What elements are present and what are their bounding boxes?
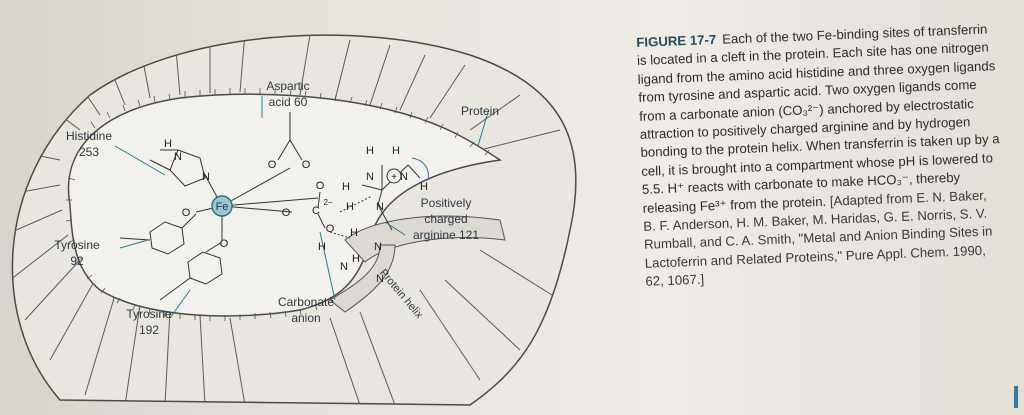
fe-symbol: Fe <box>216 201 229 213</box>
o-atom: O <box>182 207 191 219</box>
transferrin-figure: Fe H N N O O O O C 2− O O O H H H H H N … <box>11 34 577 406</box>
n-atom: N <box>376 273 384 285</box>
o-atom: O <box>220 238 229 250</box>
figure-number: FIGURE 17-7 <box>636 31 717 50</box>
n-atom: N <box>340 261 348 273</box>
label-leaders <box>114 96 489 319</box>
label-tyrosine-192: Tyrosine 192 <box>126 307 172 337</box>
h-atom: H <box>342 181 350 193</box>
page-margin-bar <box>1014 386 1018 408</box>
h-atom: H <box>392 145 400 157</box>
atom-symbols: H N N O O O O C 2− O O O H H H H H N N H… <box>164 138 428 285</box>
n-atom: N <box>366 171 374 183</box>
label-histidine: Histidine 253 <box>65 129 113 159</box>
cleft-hatching <box>65 88 490 321</box>
label-carbonate-anion: Carbonate anion <box>277 295 335 325</box>
h-atom: H <box>352 253 360 265</box>
plus-sign: + <box>391 172 397 183</box>
h-atom: H <box>346 201 354 213</box>
o-atom: O <box>302 159 311 171</box>
o-atom: O <box>268 159 277 171</box>
histidine-ring <box>149 149 206 187</box>
label-tyrosine-92: Tyrosine 92 <box>54 238 100 268</box>
label-arginine: Positively charged arginine 121 <box>412 196 480 242</box>
label-protein: Protein <box>460 104 500 118</box>
h-atom: H <box>366 145 374 157</box>
carbonate-bonds <box>317 191 373 239</box>
o-atom: O <box>282 207 291 219</box>
label-aspartic-acid: Aspartic acid 60 <box>266 79 310 109</box>
aspartic-acid-group <box>277 112 303 161</box>
caption-text: Each of the two Fe-binding sites of tran… <box>636 21 1000 216</box>
h-atom: H <box>318 241 326 253</box>
transferrin-diagram: Fe H N N O O O O C 2− O O O H H H H H N … <box>11 34 577 406</box>
n-atom: N <box>400 171 408 183</box>
n-atom: N <box>202 171 210 183</box>
h-atom: H <box>350 227 358 239</box>
n-atom: N <box>174 151 182 163</box>
tyrosine-rings <box>119 213 223 301</box>
h-atom: H <box>164 138 172 150</box>
carbon-atom: C <box>312 205 320 217</box>
arginine-group <box>361 157 429 231</box>
o-atom: O <box>316 180 325 192</box>
fe-atom <box>211 195 233 217</box>
h-atom: H <box>420 181 428 193</box>
band-ribs <box>12 35 561 405</box>
n-atom: N <box>376 201 384 213</box>
carbonate-charge: 2− <box>323 198 332 207</box>
o-atom: O <box>326 223 335 235</box>
n-atom: N <box>374 241 382 253</box>
